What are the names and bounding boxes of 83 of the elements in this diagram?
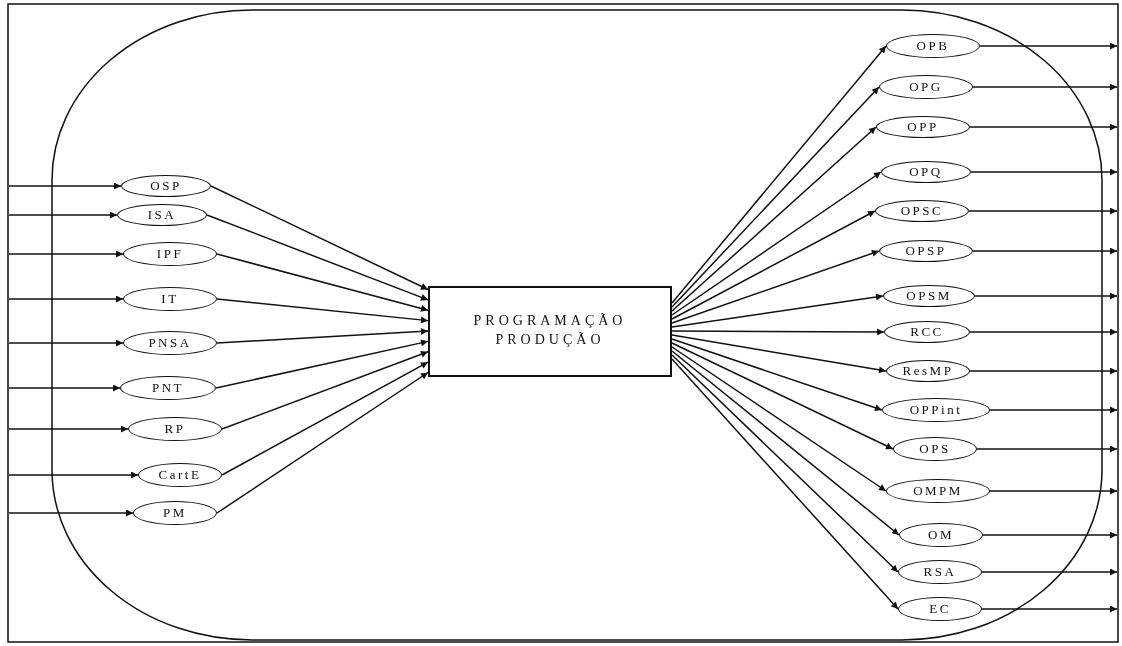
arrow xyxy=(8,295,124,303)
arrow xyxy=(215,339,429,389)
data-ellipse xyxy=(879,75,973,99)
data-ellipse xyxy=(876,116,970,138)
arrow xyxy=(8,339,124,347)
arrow xyxy=(216,371,429,514)
data-ellipse xyxy=(886,479,990,503)
node-label: RSA xyxy=(923,563,957,581)
arrow xyxy=(969,328,1118,336)
arrow xyxy=(671,354,899,573)
arrow xyxy=(8,211,118,219)
arrow xyxy=(671,334,887,374)
arrow xyxy=(671,126,877,312)
node-label: ISA xyxy=(147,206,177,224)
arrow xyxy=(671,338,883,412)
arrow xyxy=(972,83,1118,91)
arrow xyxy=(8,250,124,258)
arrow xyxy=(671,293,884,328)
arrow xyxy=(982,531,1118,539)
arrow xyxy=(989,487,1118,495)
arrow xyxy=(210,185,429,291)
node-label: OPSM xyxy=(906,287,952,305)
node-label: PNSA xyxy=(148,334,192,352)
arrow xyxy=(970,168,1118,176)
node-label: OPSP xyxy=(905,242,947,260)
arrow xyxy=(968,207,1118,215)
node-label: CartE xyxy=(158,466,202,484)
arrow xyxy=(981,568,1118,576)
data-ellipse xyxy=(898,597,982,621)
node-label: OPP xyxy=(907,118,939,136)
arrow xyxy=(206,214,429,301)
arrow xyxy=(671,342,894,450)
arrow xyxy=(671,350,900,536)
arrow xyxy=(671,45,887,304)
node-label: IPF xyxy=(156,245,184,263)
node-label: EC xyxy=(929,600,951,618)
arrow xyxy=(8,471,139,479)
node-label: OPS xyxy=(919,440,951,458)
arrow xyxy=(671,171,882,316)
node-label: PROGRAMAÇÃO PRODUÇÃO xyxy=(472,312,628,349)
node-label: OSP xyxy=(150,177,182,195)
node-label: PNT xyxy=(151,379,185,397)
arrow xyxy=(8,509,134,517)
node-label: IT xyxy=(161,290,179,308)
arrow xyxy=(979,42,1118,50)
arrow xyxy=(989,406,1118,414)
arrow xyxy=(972,247,1118,255)
arrow xyxy=(671,210,876,320)
node-label: OMPM xyxy=(913,482,963,500)
data-ellipse xyxy=(899,523,983,547)
arrow xyxy=(671,346,887,492)
arrow xyxy=(8,384,121,392)
arrow xyxy=(976,445,1118,453)
node-label: OPPint xyxy=(909,401,963,419)
node-label: OM xyxy=(928,526,954,544)
node-label: RP xyxy=(164,420,186,438)
data-ellipse xyxy=(881,161,971,183)
node-label: OPQ xyxy=(909,163,943,181)
arrow xyxy=(221,361,429,476)
node-label: OPB xyxy=(916,37,950,55)
arrow xyxy=(969,367,1118,375)
arrow xyxy=(981,605,1118,613)
arrow xyxy=(969,123,1118,131)
arrow xyxy=(216,327,429,344)
node-label: PM xyxy=(163,504,187,522)
node-label: RCC xyxy=(910,323,944,341)
arrow xyxy=(671,358,899,610)
arrow xyxy=(221,350,429,430)
arrow xyxy=(671,328,885,336)
data-ellipse xyxy=(886,34,980,58)
node-label: ResMP xyxy=(902,362,954,380)
process-box xyxy=(428,285,672,377)
arrow xyxy=(671,250,880,324)
node-label: OPSC xyxy=(900,202,944,220)
arrow xyxy=(974,292,1118,300)
arrow xyxy=(216,253,429,312)
arrow xyxy=(8,182,122,190)
arrow xyxy=(8,425,129,433)
node-label: OPG xyxy=(909,78,943,96)
data-ellipse xyxy=(898,560,982,584)
arrow xyxy=(671,86,880,308)
data-ellipse xyxy=(875,200,969,222)
arrow xyxy=(216,298,429,324)
